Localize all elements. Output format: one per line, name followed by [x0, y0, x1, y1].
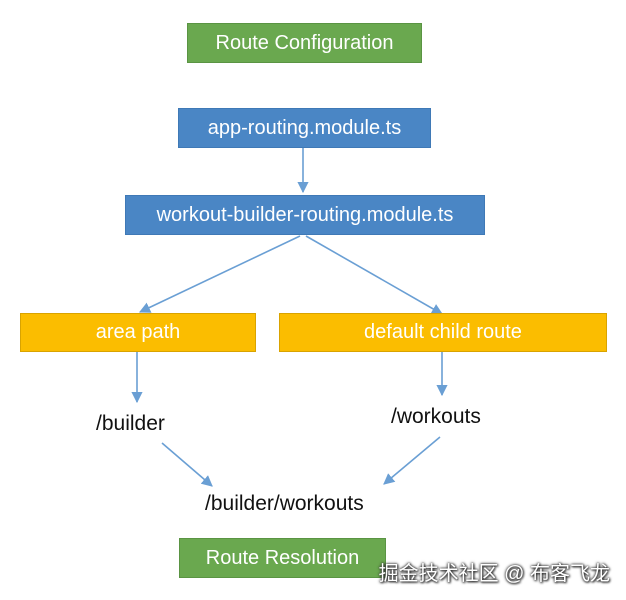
watermark-text: 掘金技术社区 @ 布客飞龙 — [378, 563, 610, 585]
workouts-path-label: /workouts — [391, 405, 481, 428]
route-resolution-box: Route Resolution — [179, 538, 386, 578]
builder-path-label: /builder — [96, 412, 165, 435]
arrow-feature-to-default-child — [305, 235, 443, 315]
arrow-builder-to-resolved — [161, 442, 213, 487]
arrow-feature-to-area-path — [138, 235, 301, 313]
workout-builder-routing-module-box: workout-builder-routing.module.ts — [125, 195, 485, 235]
default-child-route-box: default child route — [279, 313, 607, 352]
arrow-workouts-to-resolved — [383, 436, 441, 485]
area-path-box: area path — [20, 313, 256, 352]
route-configuration-box: Route Configuration — [187, 23, 422, 63]
app-routing-module-box: app-routing.module.ts — [178, 108, 431, 148]
resolved-path-label: /builder/workouts — [205, 492, 364, 515]
